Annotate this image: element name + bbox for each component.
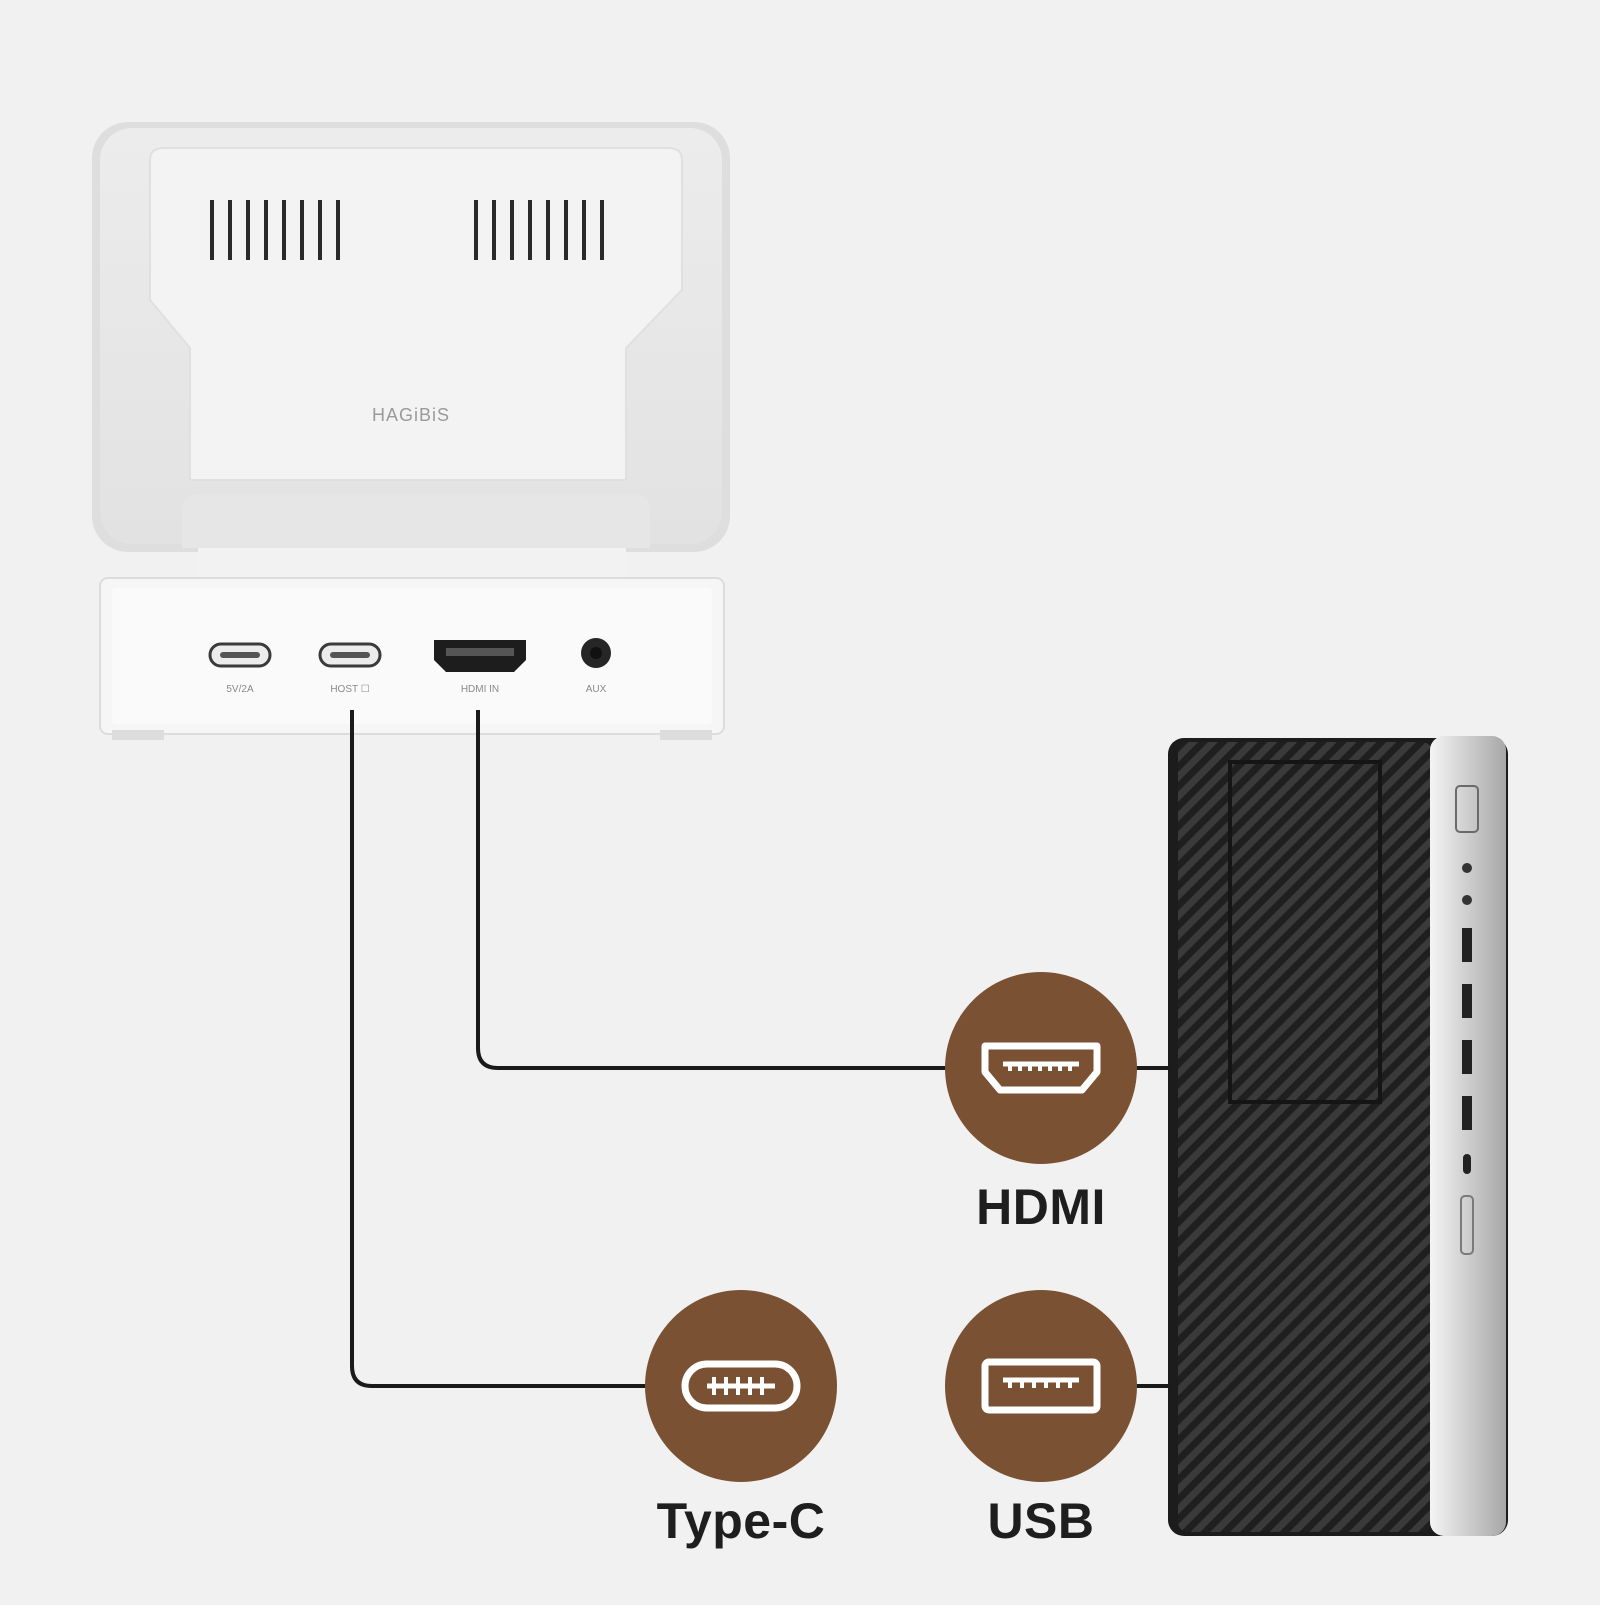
dock-port-aux: AUX [581,638,611,695]
card-slot-icon [1460,1195,1474,1255]
port-label: HOST ☐ [330,684,369,695]
usb-badge [945,1290,1137,1482]
monitor-brand-logo: HAGiBiS [372,405,450,425]
port-label: AUX [586,684,607,695]
hdmi-icon [981,1042,1101,1094]
dock-port-power: 5V/2A [208,642,272,695]
port-label: 5V/2A [226,684,254,695]
portable-monitor: HAGiBiS [92,122,730,580]
usb-c-port-icon [1463,1154,1471,1174]
audio-jack-icon [1462,895,1472,905]
dock-base: 5V/2A HOST ☐ HDMI IN AUX [99,577,725,740]
dock-port-hdmi: HDMI IN [434,640,526,695]
usb-a-port-icon [1462,984,1472,1018]
dock-port-host: HOST ☐ [318,642,382,695]
audio-jack-icon [1462,863,1472,873]
type-c-cable [350,710,650,1388]
hdmi-label: HDMI [976,1179,1106,1235]
left-vent [210,200,340,260]
right-vent [474,200,604,260]
type-c-label: Type-C [656,1493,826,1549]
usb-a-port-icon [1462,928,1472,962]
usb-label: USB [987,1493,1095,1549]
type-c-badge [645,1290,837,1482]
pc-tower [1168,736,1508,1536]
usb-c-icon [681,1360,801,1412]
port-label: HDMI IN [461,684,499,695]
hdmi-badge [945,972,1137,1164]
power-button-icon [1455,785,1479,833]
cables [350,710,1170,1388]
usb-a-port-icon [1462,1040,1472,1074]
hdmi-cable [476,710,950,1070]
usb-a-port-icon [1462,1096,1472,1130]
usb-a-icon [981,1358,1101,1414]
